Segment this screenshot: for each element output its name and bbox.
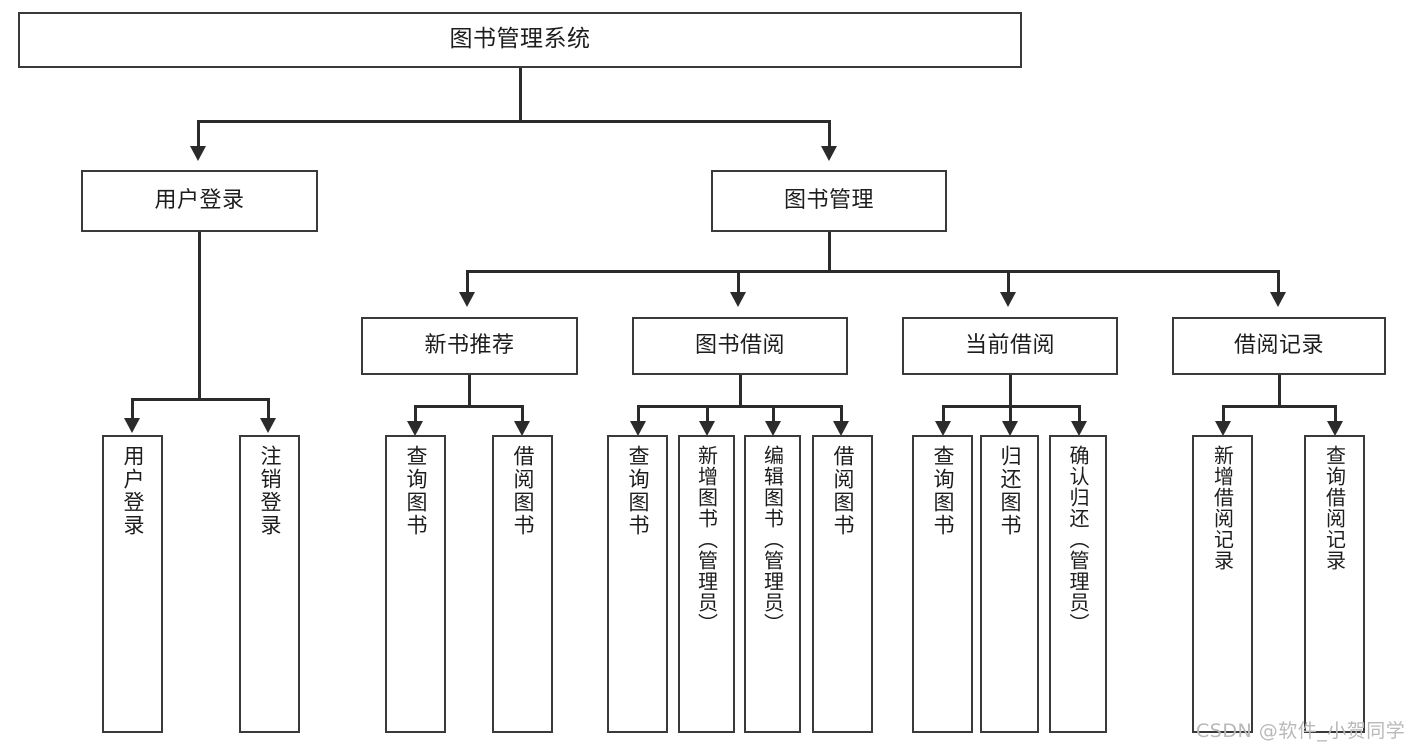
- connector-borrow-record-stem: [1278, 375, 1281, 405]
- connector-book-borrow-drop-1: [637, 405, 640, 427]
- arrow-to-new-book-leaf-1: [407, 421, 423, 436]
- node-label: 借阅记录: [1233, 333, 1324, 359]
- connector-book-borrow-bus: [637, 405, 843, 408]
- arrow-to-current-borrow-leaf-2: [1002, 421, 1018, 436]
- leaf-record-add[interactable]: 新增借阅记录: [1192, 435, 1253, 733]
- node-label: 查询图书: [626, 445, 650, 537]
- node-label: 注销登录: [258, 445, 282, 537]
- node-label: 编辑图书（管理员）: [760, 445, 785, 634]
- connector-borrow-record-drop-2: [1334, 405, 1337, 427]
- connector-borrow-record-drop-1: [1222, 405, 1225, 427]
- leaf-borrow-edit-book[interactable]: 编辑图书（管理员）: [744, 435, 801, 733]
- node-new-book-recommend[interactable]: 新书推荐: [361, 317, 578, 375]
- connector-user-login-drop-2: [267, 398, 270, 420]
- node-label: 图书借阅: [694, 333, 785, 359]
- connector-book-borrow-drop-3: [772, 405, 775, 427]
- leaf-logout[interactable]: 注销登录: [239, 435, 300, 733]
- connector-book-borrow-stem: [739, 375, 742, 405]
- arrow-to-book-borrow-leaf-4: [833, 421, 849, 436]
- connector-root-stem: [519, 68, 522, 120]
- arrow-to-book-borrow: [730, 292, 746, 307]
- connector-book-borrow-drop-4: [840, 405, 843, 427]
- arrow-to-book-manage: [821, 146, 837, 161]
- node-label: 查询图书: [931, 445, 955, 537]
- arrow-to-current-borrow: [1000, 292, 1016, 307]
- connector-current-borrow-drop-3: [1078, 405, 1081, 427]
- connector-level3-drop-2: [737, 270, 740, 294]
- node-label: 借阅图书: [511, 445, 535, 537]
- connector-level3-drop-4: [1277, 270, 1280, 294]
- connector-level3-bus: [466, 270, 1280, 273]
- leaf-borrow-query-book[interactable]: 查询图书: [607, 435, 668, 733]
- arrow-to-new-book: [459, 292, 475, 307]
- node-label: 当前借阅: [964, 333, 1055, 359]
- node-label: 确认归还（管理员）: [1066, 445, 1090, 634]
- connector-level3-drop-1: [466, 270, 469, 294]
- connector-new-book-drop-1: [414, 405, 417, 427]
- leaf-current-return-book[interactable]: 归还图书: [980, 435, 1039, 733]
- node-label: 查询借阅记录: [1322, 445, 1347, 571]
- arrow-to-logout-leaf: [260, 418, 276, 433]
- connector-new-book-drop-2: [521, 405, 524, 427]
- connector-level3-drop-3: [1007, 270, 1010, 294]
- node-label: 新书推荐: [424, 333, 515, 359]
- arrow-to-current-borrow-leaf-1: [935, 421, 951, 436]
- arrow-to-user-login: [190, 146, 206, 161]
- connector-root-drop-1: [197, 120, 200, 148]
- node-label: 图书管理系统: [449, 26, 591, 53]
- arrow-to-new-book-leaf-2: [514, 421, 530, 436]
- connector-root-drop-2: [828, 120, 831, 148]
- connector-new-book-stem: [468, 375, 471, 405]
- arrow-to-borrow-record: [1270, 292, 1286, 307]
- leaf-current-confirm-return[interactable]: 确认归还（管理员）: [1049, 435, 1107, 733]
- connector-new-book-bus: [414, 405, 524, 408]
- leaf-user-login[interactable]: 用户登录: [102, 435, 163, 733]
- connector-root-bus: [197, 120, 831, 123]
- connector-current-borrow-stem: [1009, 375, 1012, 405]
- leaf-record-query[interactable]: 查询借阅记录: [1304, 435, 1365, 733]
- node-book-borrow[interactable]: 图书借阅: [632, 317, 848, 375]
- node-label: 用户登录: [121, 445, 145, 537]
- connector-book-borrow-drop-2: [706, 405, 709, 427]
- arrow-to-book-borrow-leaf-2: [699, 421, 715, 436]
- node-label: 归还图书: [998, 445, 1022, 537]
- arrow-to-borrow-record-leaf-1: [1215, 421, 1231, 436]
- leaf-borrow-borrow-book[interactable]: 借阅图书: [812, 435, 873, 733]
- node-label: 新增图书（管理员）: [694, 445, 719, 634]
- node-label: 用户登录: [154, 188, 245, 214]
- leaf-current-query-book[interactable]: 查询图书: [912, 435, 973, 733]
- leaf-new-book-borrow[interactable]: 借阅图书: [492, 435, 553, 733]
- node-current-borrow[interactable]: 当前借阅: [902, 317, 1118, 375]
- node-label: 借阅图书: [831, 445, 855, 537]
- leaf-borrow-add-book[interactable]: 新增图书（管理员）: [678, 435, 735, 733]
- connector-user-login-bus: [131, 398, 269, 401]
- connector-book-manage-stem: [828, 232, 831, 270]
- node-borrow-record[interactable]: 借阅记录: [1172, 317, 1386, 375]
- node-root-system[interactable]: 图书管理系统: [18, 12, 1022, 68]
- leaf-new-book-query[interactable]: 查询图书: [385, 435, 446, 733]
- connector-borrow-record-bus: [1222, 405, 1337, 408]
- node-book-manage[interactable]: 图书管理: [711, 170, 947, 232]
- arrow-to-book-borrow-leaf-1: [630, 421, 646, 436]
- node-label: 图书管理: [783, 188, 874, 214]
- arrow-to-current-borrow-leaf-3: [1071, 421, 1087, 436]
- connector-current-borrow-drop-2: [1009, 405, 1012, 427]
- node-label: 查询图书: [404, 445, 428, 537]
- connector-user-login-stem: [198, 232, 201, 398]
- node-user-login[interactable]: 用户登录: [81, 170, 318, 232]
- arrow-to-borrow-record-leaf-2: [1327, 421, 1343, 436]
- connector-current-borrow-drop-1: [942, 405, 945, 427]
- connector-user-login-drop-1: [131, 398, 134, 420]
- node-label: 新增借阅记录: [1210, 445, 1235, 571]
- arrow-to-book-borrow-leaf-3: [765, 421, 781, 436]
- arrow-to-user-login-leaf: [124, 418, 140, 433]
